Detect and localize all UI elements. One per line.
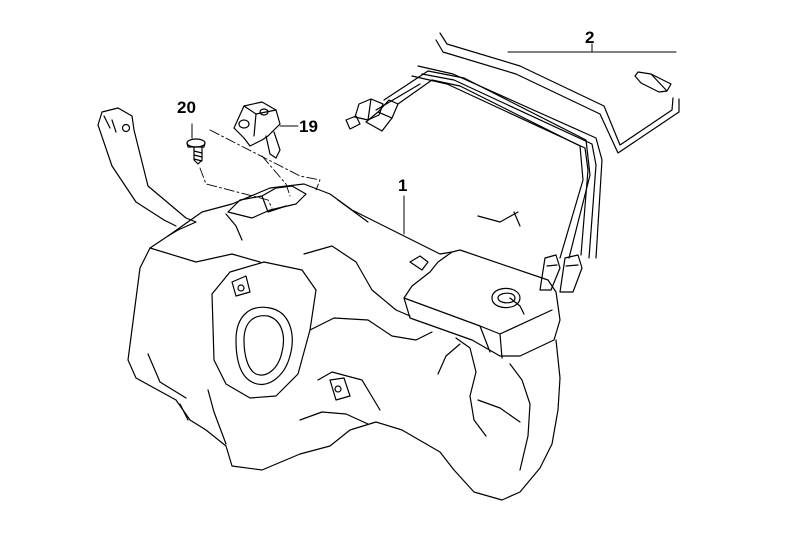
fuel-tank — [97, 107, 561, 501]
fuel-lines-assembly — [345, 32, 680, 293]
screw — [186, 123, 206, 165]
callout-tank: 1 — [398, 176, 408, 195]
callout-fuel-lines: 2 — [585, 28, 595, 47]
assembly-lines — [199, 129, 321, 209]
callout-screw: 20 — [177, 98, 196, 117]
callout-bracket: 19 — [299, 117, 318, 136]
bracket — [233, 101, 299, 159]
